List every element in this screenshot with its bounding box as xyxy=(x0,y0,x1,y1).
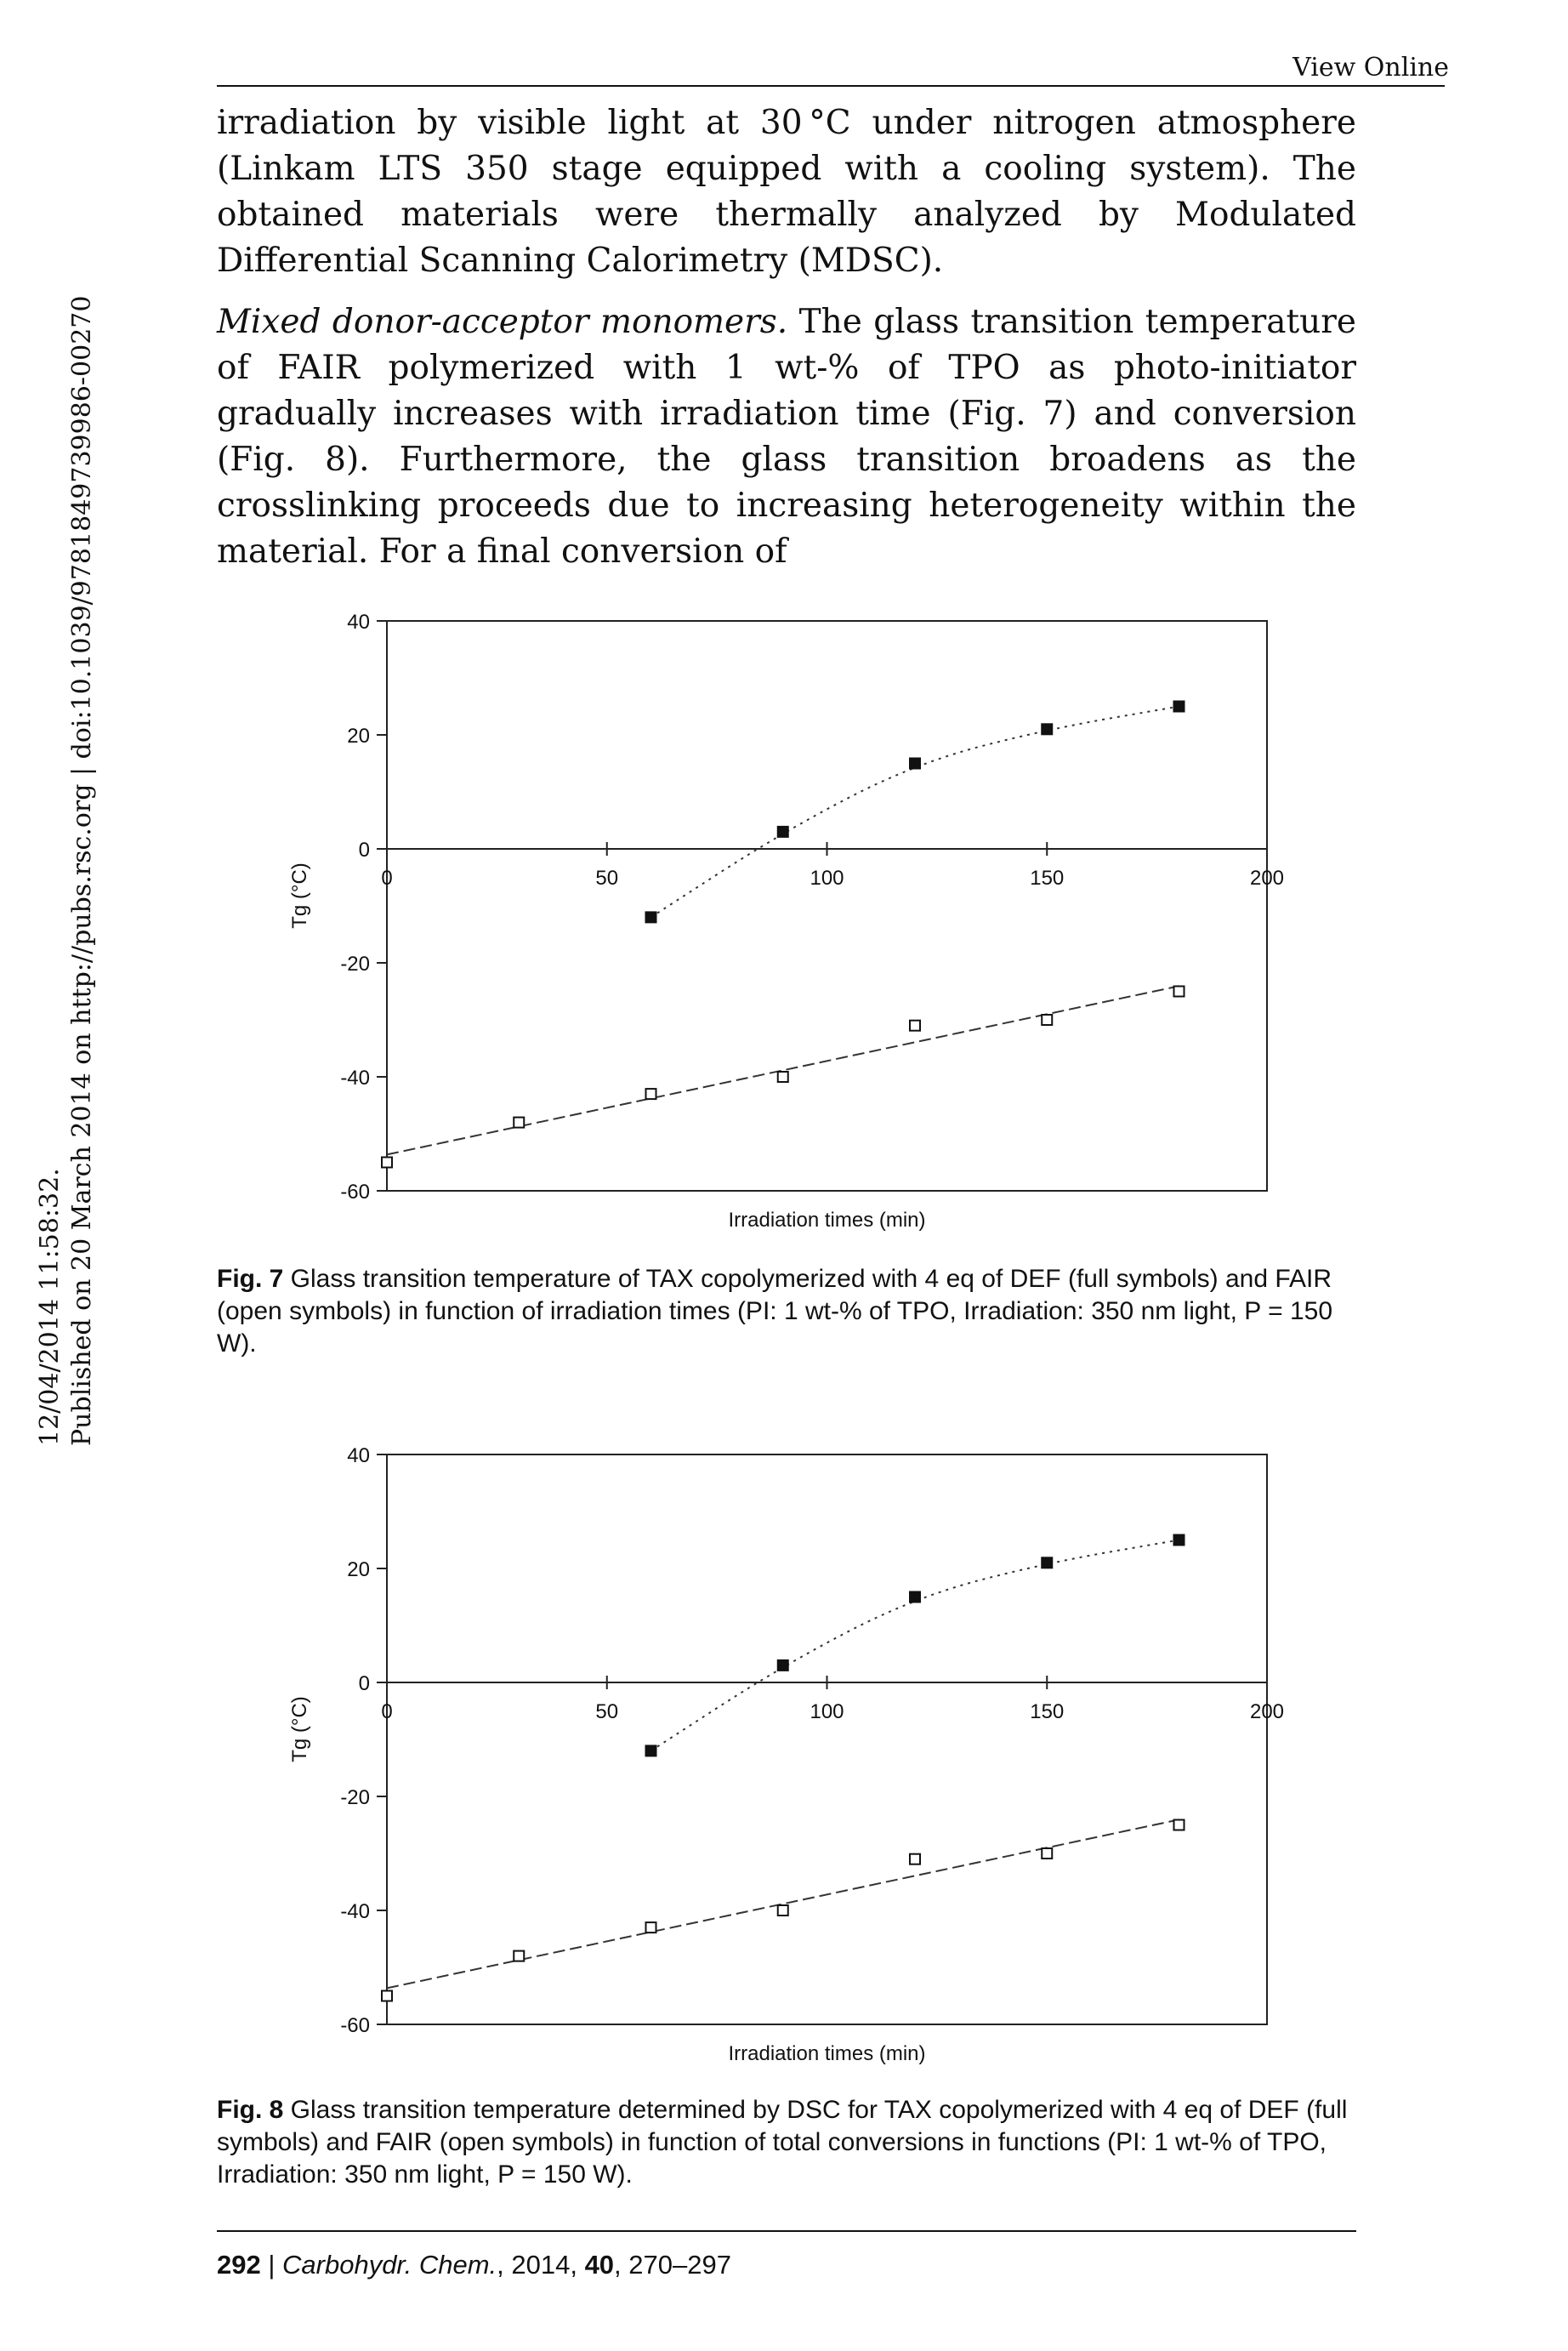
y-tick-label: 20 xyxy=(347,725,370,748)
y-axis-title: Tg (°C) xyxy=(288,862,311,929)
figure-7-caption-text: Glass transition temperature of TAX copo… xyxy=(217,1265,1333,1358)
x-tick-label: 0 xyxy=(381,1700,392,1723)
x-axis-title: Irradiation times (min) xyxy=(728,1209,925,1232)
data-point-full xyxy=(1173,700,1185,713)
data-point-full xyxy=(645,911,657,924)
data-point-open xyxy=(1041,1847,1054,1859)
trendline-open-symbols xyxy=(386,1819,1179,1990)
x-tick-label: 200 xyxy=(1250,1700,1284,1723)
page-footer: 292 | Carbohydr. Chem., 2014, 40, 270–29… xyxy=(217,2250,731,2280)
plot-frame xyxy=(386,620,1268,1192)
paragraph-text: The glass transition temperature of FAIR… xyxy=(217,303,1356,571)
data-point-open xyxy=(909,1853,921,1865)
x-tick-label: 50 xyxy=(595,1700,618,1723)
y-tick-label: -20 xyxy=(340,953,370,976)
x-axis-title: Irradiation times (min) xyxy=(728,2042,925,2065)
trendline-full-symbols xyxy=(650,1539,1179,1752)
data-point-full xyxy=(776,1659,789,1671)
plot-frame xyxy=(386,1454,1268,2025)
x-tick-label: 50 xyxy=(595,867,618,890)
figure-8-caption-text: Glass transition temperature determined … xyxy=(217,2096,1348,2189)
data-point-open xyxy=(1173,985,1185,998)
data-point-open xyxy=(645,1088,657,1101)
y-tick-label: 0 xyxy=(359,1672,370,1695)
x-tick-label: 0 xyxy=(381,867,392,890)
y-tick-label: -40 xyxy=(340,1900,370,1923)
y-tick-label: 40 xyxy=(347,1444,370,1467)
data-point-open xyxy=(1041,1014,1054,1026)
data-point-open xyxy=(1173,1819,1185,1831)
figure-8-caption: Fig. 8 Glass transition temperature dete… xyxy=(217,2094,1356,2191)
y-tick-label: -20 xyxy=(340,1786,370,1809)
trendline-full-symbols xyxy=(650,705,1179,919)
x-tick-label: 200 xyxy=(1250,867,1284,890)
trendline-open-symbols xyxy=(386,985,1179,1156)
y-tick-label: 20 xyxy=(347,1558,370,1581)
data-point-open xyxy=(513,1950,526,1962)
data-point-open xyxy=(909,1019,921,1032)
data-point-open xyxy=(381,1156,393,1169)
footer-rule xyxy=(217,2230,1356,2232)
data-point-full xyxy=(1173,1534,1185,1546)
figure-8-label: Fig. 8 xyxy=(217,2096,284,2124)
figure-7-label: Fig. 7 xyxy=(217,1265,284,1293)
y-tick-label: -60 xyxy=(340,1181,370,1204)
data-point-full xyxy=(645,1745,657,1757)
y-axis-title: Tg (°C) xyxy=(288,1696,311,1762)
data-point-open xyxy=(381,1990,393,2002)
data-point-full xyxy=(1041,1557,1054,1569)
body-paragraph-1: irradiation by visible light at 30 °C un… xyxy=(217,104,1356,280)
journal-name: Carbohydr. Chem. xyxy=(282,2250,497,2280)
body-paragraph-2: Mixed donor-acceptor monomers. The glass… xyxy=(217,299,1356,575)
page-number: 292 xyxy=(217,2250,261,2280)
paragraph-lead-in: Mixed donor-acceptor monomers. xyxy=(217,303,788,341)
data-point-full xyxy=(909,1591,921,1603)
x-tick-label: 150 xyxy=(1030,867,1064,890)
y-tick-label: 0 xyxy=(359,839,370,862)
y-tick-label: -60 xyxy=(340,2014,370,2037)
footer-pages: , 270–297 xyxy=(614,2250,731,2280)
footer-volume: 40 xyxy=(584,2250,615,2280)
data-point-open xyxy=(776,1071,789,1083)
y-tick-label: -40 xyxy=(340,1067,370,1090)
header-rule xyxy=(217,85,1445,87)
x-tick-label: 100 xyxy=(810,1700,844,1723)
data-point-open xyxy=(645,1921,657,1934)
figure-7-caption: Fig. 7 Glass transition temperature of T… xyxy=(217,1263,1356,1360)
data-point-full xyxy=(1041,723,1054,736)
data-point-open xyxy=(513,1116,526,1129)
footer-separator: | xyxy=(260,2250,283,2280)
y-tick-label: 40 xyxy=(347,611,370,634)
data-point-open xyxy=(776,1904,789,1916)
footer-year: , 2014, xyxy=(497,2250,585,2280)
data-point-full xyxy=(776,825,789,838)
x-tick-label: 150 xyxy=(1030,1700,1064,1723)
view-online-link[interactable]: View Online xyxy=(1292,53,1449,83)
x-tick-label: 100 xyxy=(810,867,844,890)
data-point-full xyxy=(909,757,921,770)
